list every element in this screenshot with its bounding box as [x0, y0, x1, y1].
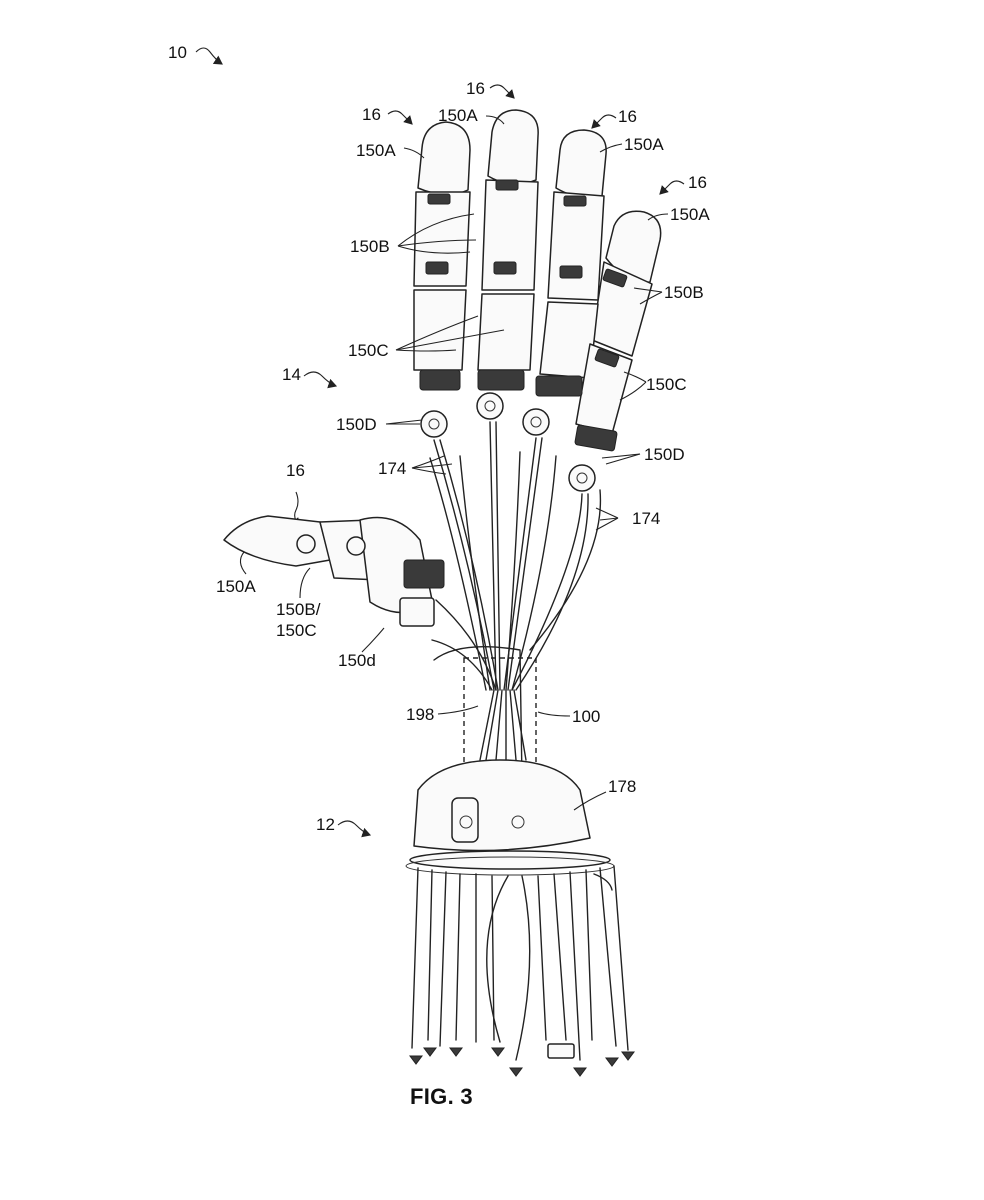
- ref-14-label: 14: [282, 365, 301, 384]
- ref-16-thumb-label: 16: [286, 461, 305, 480]
- middle-phalanges: [413, 179, 653, 357]
- ref-150B-label: 150B: [664, 283, 704, 302]
- ref-12-label: 12: [316, 815, 335, 834]
- ref-150B-thumb-label: 150B/: [276, 600, 321, 619]
- thumb: [223, 515, 445, 627]
- joint-details: [419, 179, 628, 452]
- proximal-phalanges: [413, 289, 633, 435]
- ref-16-label: 16: [466, 79, 485, 98]
- ref-150A-label: 150A: [670, 205, 710, 224]
- knuckle-pulleys: [420, 392, 596, 492]
- ref-150C-label: 150C: [646, 375, 687, 394]
- ref-150D-label: 150D: [336, 415, 377, 434]
- ref-16-label: 16: [362, 105, 381, 124]
- reference-arrows: [195, 47, 685, 838]
- ref-16-label: 16: [688, 173, 707, 192]
- tendon-cables: [429, 421, 602, 781]
- ref-150A-thumb-label: 150A: [216, 577, 256, 596]
- ref-150D-label: 150D: [644, 445, 685, 464]
- screws: [409, 1043, 635, 1077]
- ref-16-label: 16: [618, 107, 637, 126]
- ref-150A-label: 150A: [624, 135, 664, 154]
- ref-100-label: 100: [572, 707, 601, 726]
- fingertips: [417, 109, 662, 283]
- ref-150d-label: 150d: [338, 651, 376, 670]
- twist-region-box: [463, 657, 537, 765]
- forearm-base: [405, 759, 615, 876]
- ref-10-label: 10: [168, 43, 187, 62]
- ref-174-label: 174: [632, 509, 661, 528]
- actuator-rods: [411, 865, 629, 1061]
- ref-150C-thumb-label: 150C: [276, 621, 317, 640]
- ref-150C-label: 150C: [348, 341, 389, 360]
- ref-150B-label: 150B: [350, 237, 390, 256]
- leader-lines: [239, 115, 669, 811]
- ref-178-label: 178: [608, 777, 637, 796]
- ref-174-label: 174: [378, 459, 407, 478]
- ref-150A-label: 150A: [438, 106, 478, 125]
- ref-198-label: 198: [406, 705, 435, 724]
- ref-150A-label: 150A: [356, 141, 396, 160]
- figure-caption: FIG. 3: [410, 1084, 473, 1109]
